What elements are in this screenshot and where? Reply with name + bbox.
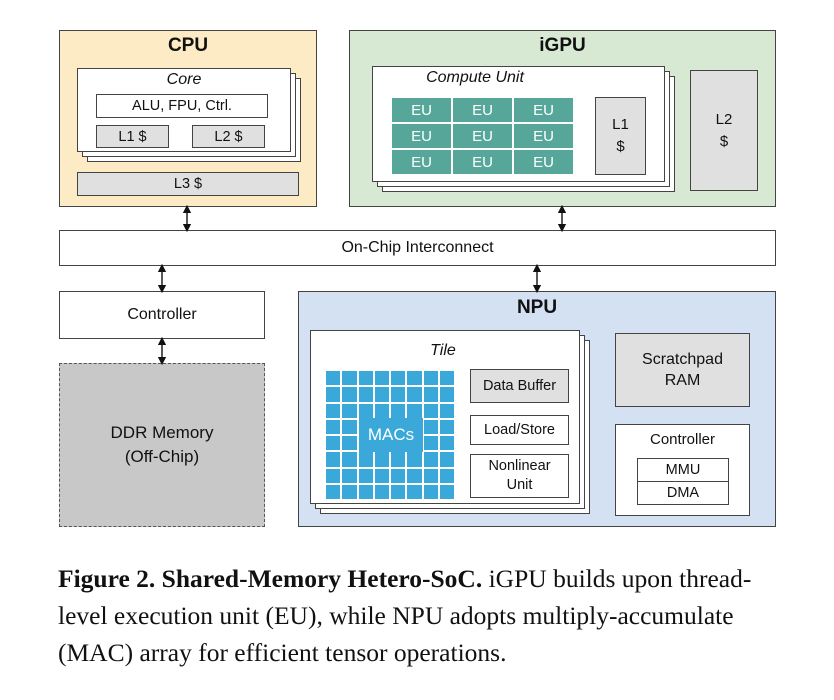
igpu-l2-cache: L2 $ <box>690 70 758 191</box>
npu-controller-label: Controller <box>649 431 716 448</box>
nonlinear-label: Nonlinear <box>488 458 551 474</box>
eu-grid: EU EU EU EU EU EU EU EU EU <box>391 97 574 175</box>
mac-cell <box>341 467 358 484</box>
mac-cell <box>325 451 342 468</box>
eu-cell: EU <box>391 97 452 123</box>
mac-cell <box>438 402 455 419</box>
eu-cell: EU <box>452 123 513 149</box>
mac-cell <box>341 402 358 419</box>
mac-cell <box>357 370 374 387</box>
eu-cell: EU <box>452 149 513 175</box>
load-store-unit: Load/Store <box>470 415 569 445</box>
cpu-l2-cache: L2 $ <box>192 125 265 148</box>
mac-cell <box>422 402 439 419</box>
core-label: Core <box>166 71 202 88</box>
mac-cell <box>438 418 455 435</box>
cpu-l1-cache: L1 $ <box>96 125 169 148</box>
mac-cell <box>373 370 390 387</box>
mac-cell <box>438 386 455 403</box>
mac-cell <box>406 467 423 484</box>
scratchpad-sublabel: RAM <box>664 372 701 389</box>
connection-arrows <box>157 204 567 366</box>
nonlinear-sublabel: Unit <box>506 477 533 493</box>
igpu-l1-symbol: $ <box>616 138 625 155</box>
mac-cell <box>422 451 439 468</box>
mac-cell <box>357 467 374 484</box>
igpu-l2-label: L2 <box>715 111 733 128</box>
nonlinear-unit: Nonlinear Unit <box>470 454 569 498</box>
tile-label: Tile <box>430 342 456 359</box>
scratchpad-label: Scratchpad <box>642 351 723 368</box>
mac-cell <box>438 370 455 387</box>
caption-text: iGPU builds upon thread-level execution … <box>58 564 752 667</box>
mac-cell <box>390 386 407 403</box>
mac-cell <box>325 483 342 500</box>
figure-caption: Figure 2. Shared-Memory Hetero-SoC. iGPU… <box>58 560 788 671</box>
mac-cell <box>373 483 390 500</box>
mac-cell <box>325 386 342 403</box>
compute-unit-label: Compute Unit <box>426 69 524 86</box>
mac-cell <box>438 435 455 452</box>
mac-cell <box>438 483 455 500</box>
igpu-l1-cache: L1 $ <box>595 97 646 175</box>
mmu-block: MMU <box>637 458 729 482</box>
caption-title: Figure 2. Shared-Memory Hetero-SoC. <box>58 564 483 593</box>
mac-cell <box>422 483 439 500</box>
mac-cell <box>390 467 407 484</box>
cpu-l3-cache: L3 $ <box>77 172 299 196</box>
mac-cell <box>373 467 390 484</box>
ddr-memory-sublabel: (Off-Chip) <box>124 447 200 466</box>
mac-cell <box>341 418 358 435</box>
mac-cell <box>325 467 342 484</box>
igpu-title: iGPU <box>539 35 586 56</box>
mac-cell <box>422 418 439 435</box>
mac-cell <box>390 370 407 387</box>
mac-cell <box>341 370 358 387</box>
igpu-l2-symbol: $ <box>719 133 729 150</box>
mac-cell <box>438 467 455 484</box>
eu-cell: EU <box>513 123 574 149</box>
eu-cell: EU <box>391 123 452 149</box>
mac-cell <box>422 467 439 484</box>
macs-label: MACs <box>359 418 423 452</box>
mac-cell <box>325 370 342 387</box>
mac-cell <box>341 483 358 500</box>
data-buffer: Data Buffer <box>470 369 569 403</box>
mac-cell <box>373 386 390 403</box>
scratchpad-ram: Scratchpad RAM <box>615 333 750 407</box>
mac-cell <box>422 370 439 387</box>
mac-cell <box>406 386 423 403</box>
ddr-memory: DDR Memory (Off-Chip) <box>59 363 265 527</box>
igpu-l1-label: L1 <box>612 116 629 133</box>
ddr-memory-label: DDR Memory <box>110 423 214 442</box>
eu-cell: EU <box>391 149 452 175</box>
mac-cell <box>341 435 358 452</box>
mac-cell <box>390 483 407 500</box>
alu-fpu-ctrl: ALU, FPU, Ctrl. <box>96 94 268 118</box>
eu-cell: EU <box>513 97 574 123</box>
mac-cell <box>325 435 342 452</box>
mac-cell <box>422 386 439 403</box>
on-chip-interconnect: On-Chip Interconnect <box>59 230 776 266</box>
eu-cell: EU <box>513 149 574 175</box>
mac-cell <box>422 435 439 452</box>
mac-cell <box>325 418 342 435</box>
mac-cell <box>438 451 455 468</box>
mac-cell <box>357 386 374 403</box>
mac-cell <box>341 386 358 403</box>
mac-cell <box>406 370 423 387</box>
dma-block: DMA <box>637 481 729 505</box>
eu-cell: EU <box>452 97 513 123</box>
npu-title: NPU <box>516 297 558 318</box>
mac-cell <box>357 483 374 500</box>
cpu-title: CPU <box>167 35 209 56</box>
mac-cell <box>406 483 423 500</box>
mac-cell <box>341 451 358 468</box>
mac-cell <box>325 402 342 419</box>
